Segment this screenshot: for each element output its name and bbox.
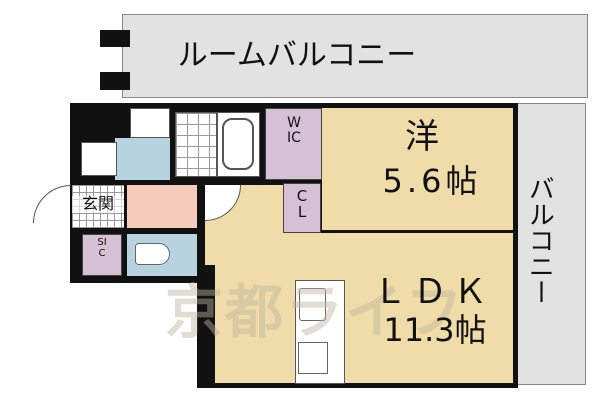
ldk — [215, 265, 513, 383]
room-balcony-label: ルームバルコニー — [177, 38, 417, 73]
watermark: 京都ライフ — [165, 278, 466, 346]
sic-label: SIC — [97, 237, 107, 259]
washing-machine-space — [81, 142, 117, 176]
entrance-door[interactable] — [33, 185, 71, 223]
corridor — [127, 185, 197, 228]
sink-icon — [299, 288, 326, 321]
balcony-label: バルコニー — [524, 175, 555, 305]
western-room — [322, 108, 513, 230]
cl-label: CL — [296, 187, 308, 221]
bathroom-floor — [175, 112, 217, 177]
ldk — [283, 233, 513, 265]
bathtub-icon — [222, 118, 254, 170]
closet — [283, 183, 321, 233]
pillar — [100, 30, 130, 47]
shoe-closet — [82, 234, 122, 276]
washroom — [115, 138, 170, 180]
western-room-size: 5.6帖 — [382, 162, 482, 200]
stove-icon — [298, 342, 328, 374]
western-room-name: 洋 — [405, 117, 439, 157]
entrance-label: 玄関 — [72, 195, 124, 213]
kitchen-counter — [295, 280, 345, 384]
toilet-icon — [135, 243, 170, 265]
pillar — [100, 72, 130, 90]
room-balcony — [122, 14, 588, 98]
ldk-size: 11.3帖 — [383, 311, 487, 349]
walk-in-closet — [265, 108, 322, 180]
ldk-name: ＬＤＫ — [373, 272, 493, 312]
wic-label: WIC — [287, 115, 301, 146]
washbasin — [130, 108, 170, 138]
